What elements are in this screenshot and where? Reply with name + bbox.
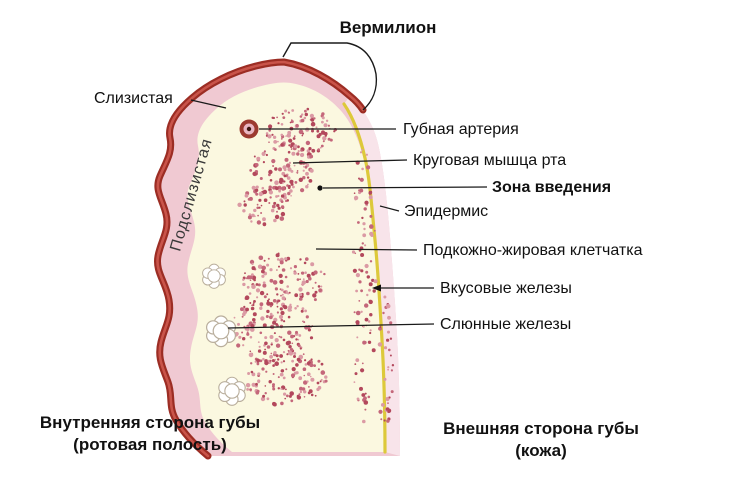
label-orbicularis-oris: Круговая мышца рта [413,152,566,169]
label-mucosa: Слизистая [94,90,173,107]
mucosa-outline-light [156,60,365,458]
leader-line-salivary-glands [227,323,435,329]
vermilion-bracket [282,42,378,111]
interior-layer [187,82,385,452]
label-outer-side-line1: Внешняя сторона губы [443,419,639,438]
label-outer-side-line2: (кожа) [515,441,566,460]
skin-strip [344,96,400,456]
label-vermilion: Вермилион [340,18,437,37]
labial-artery-illustration [239,119,259,139]
injection-zone-dot [317,185,323,191]
leader-line-subcutaneous-fat [315,248,418,251]
orbicularis-muscle-speckles [237,185,290,227]
label-salivary-glands: Слюнные железы [440,316,571,333]
label-inner-side-line2: (ротовая полость) [73,435,227,454]
lower-gland-speckles [245,349,328,407]
taste-glands-arrowhead [372,284,381,292]
label-taste-glands: Вкусовые железы [440,280,572,297]
taste-gland-speckles [351,149,378,424]
leader-line-orbicularis [292,159,408,164]
label-inner-side-line1: Внутренняя сторона губы [40,413,260,432]
leader-line-injection-zone [322,186,488,189]
lower-gland-speckles [242,252,326,316]
label-labial-artery: Губная артерия [403,121,519,138]
label-subcutaneous-fat: Подкожно-жировая клетчатка [423,242,643,259]
label-injection-zone: Зона введения [492,179,611,196]
label-epidermis: Эпидермис [404,203,488,220]
leader-line-epidermis [379,205,400,212]
leader-line-mucosa [190,99,227,109]
skin-strip-speckles [377,295,395,423]
